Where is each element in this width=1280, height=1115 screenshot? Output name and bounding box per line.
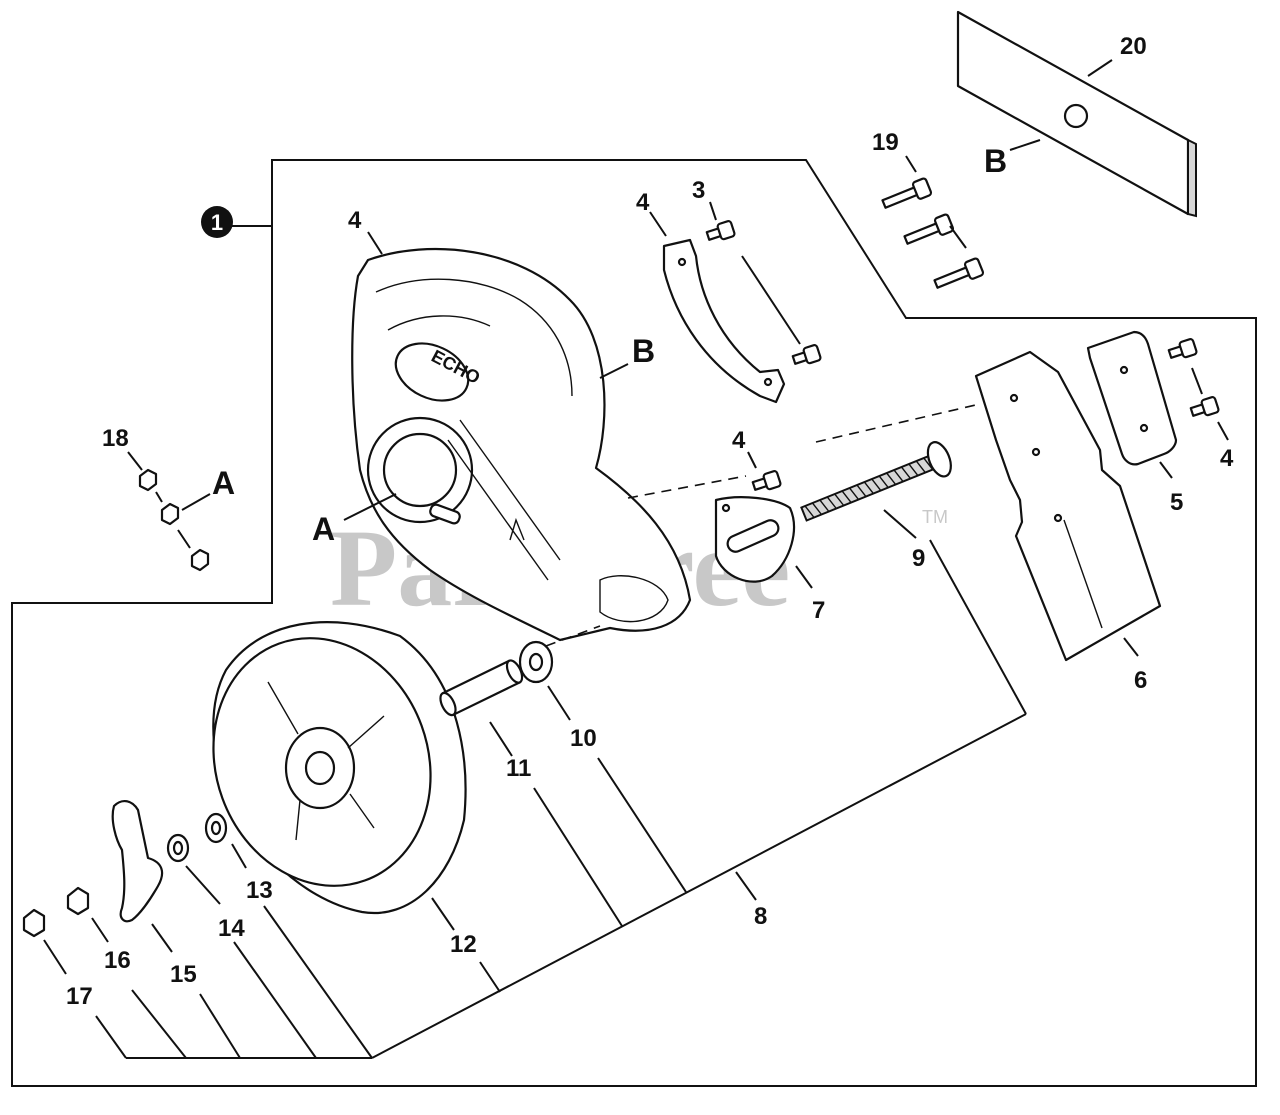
callout-14: 14 (218, 915, 245, 942)
alignment-line (815, 403, 981, 443)
ref-a-nuts: A (212, 465, 235, 501)
alignment-line (627, 475, 747, 499)
part-screws (705, 220, 1220, 491)
part-small-plate (1086, 330, 1178, 466)
assembly-leaders (95, 539, 1027, 1059)
callout-3: 4 (636, 189, 650, 216)
part-guide-plate (974, 350, 1162, 662)
callout-7: 7 (812, 597, 825, 624)
callout-2: 4 (348, 207, 362, 234)
part-nut-17 (22, 908, 46, 938)
callout-5: 5 (1170, 489, 1183, 516)
callout-4-top: 3 (692, 177, 705, 204)
part-washer-10 (518, 640, 554, 684)
part-nut-16 (66, 886, 90, 916)
part-lock-washer-14 (166, 833, 190, 863)
callout-18: 18 (102, 425, 129, 452)
ref-b-guard: B (632, 333, 655, 369)
callout-15: 15 (170, 961, 197, 988)
kit-marker-badge (201, 206, 233, 238)
part-washer-13 (204, 812, 228, 844)
callout-12: 12 (450, 931, 477, 958)
part-wheel (212, 621, 467, 915)
alignment-line (545, 625, 601, 647)
part-spacer (439, 659, 524, 717)
callout-6: 6 (1134, 667, 1147, 694)
ref-b-blade: B (984, 143, 1007, 179)
part-wing-nut-15 (111, 800, 164, 923)
part-bolts (881, 177, 985, 289)
callout-20: 20 (1120, 33, 1147, 60)
part-slot-plate (714, 496, 795, 583)
part-carriage-bolt (800, 441, 952, 522)
part-bracket (662, 238, 786, 404)
trademark-mark: TM (922, 507, 948, 527)
callout-9: 9 (912, 545, 925, 572)
callout-13: 13 (246, 877, 273, 904)
ref-a-guard: A (312, 511, 335, 547)
kit-marker-number: 1 (211, 210, 223, 235)
callout-16: 16 (104, 947, 131, 974)
callout-4-mid: 4 (732, 427, 746, 454)
callout-8: 8 (754, 903, 767, 930)
callout-10: 10 (570, 725, 597, 752)
callout-19: 19 (872, 129, 899, 156)
callout-17: 17 (66, 983, 93, 1010)
part-blade (956, 10, 1197, 218)
callout-4-right: 4 (1220, 445, 1234, 472)
kit-boundary (11, 159, 1257, 1087)
callout-11: 11 (506, 755, 531, 782)
part-nuts-18 (138, 468, 210, 572)
